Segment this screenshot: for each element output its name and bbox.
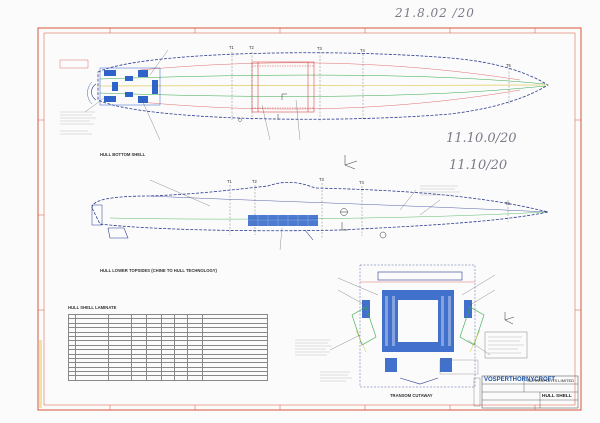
station-label: T2 [252,179,257,184]
laminate-cell [161,375,175,381]
view-title-transom: TRANSOM CUTAWAY [390,393,433,398]
laminate-row [68,322,268,329]
view-title-side: HULL LOWER TOPSIDES (CHINE TO HULL TECHN… [100,268,217,273]
station-label: T5 [505,201,510,206]
station-label: T1 [227,179,232,184]
hull-bottom-shell-view [84,49,549,170]
company-name: SUPERSPORTS LIMITED [527,378,575,383]
sheet-border-outer [37,27,582,411]
laminate-cell [131,375,147,381]
station-label: T5 [506,63,511,68]
laminate-cell [146,375,162,381]
handwritten-note-2: 11.10/20 [449,158,508,173]
laminate-row [68,357,268,364]
laminate-cell [75,375,109,381]
laminate-cell [174,375,188,381]
station-label: T3 [319,177,324,182]
transom-cutaway-view [329,264,515,388]
hull-side-view [91,179,549,251]
laminate-cell [202,375,268,381]
station-label: T3 [317,46,322,51]
laminate-row [68,362,268,368]
margin-strip [39,340,42,408]
side-outline [91,182,549,232]
company-logo: VOSPERTHORNYCROFT [484,377,556,383]
title-block [473,375,579,409]
laminate-title: HULL SHELL LAMINATE [68,305,117,310]
laminate-row [68,371,268,377]
sheet-border-inner [43,32,576,406]
notes-box [484,331,528,359]
handwritten-date-note: 21.8.02 /20 [395,6,475,20]
station-label: T2 [249,45,254,50]
side-reinforcement [248,215,318,226]
laminate-row [68,375,268,381]
handwritten-note-1: 11.10.0/20 [446,131,517,146]
border-ticks [38,28,581,410]
station-label: T4 [360,48,365,53]
station-label: T1 [229,45,234,50]
laminate-cell [187,375,203,381]
laminate-cell [108,375,132,381]
station-label: T4 [359,180,364,185]
view-title-bottom-shell: HULL BOTTOM SHELL [100,152,146,157]
laminate-cell [68,375,76,381]
laminate-table [68,313,268,381]
laminate-row [68,340,268,346]
drawing-title: HULL SHELL [542,394,572,399]
